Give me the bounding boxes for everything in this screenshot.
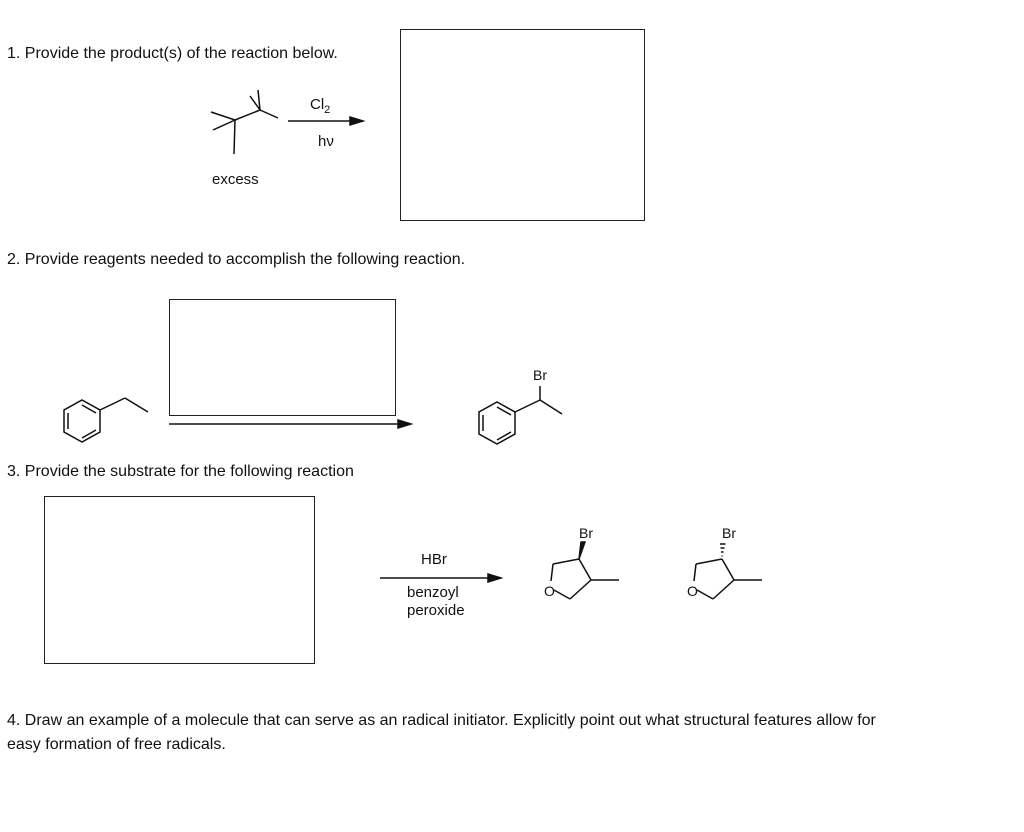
hbr-reagent-label: HBr [421, 551, 447, 568]
answer-box-3[interactable] [44, 496, 315, 664]
bromoethylbenzene-structure [478, 386, 563, 445]
product-3b-o-label: O [687, 583, 698, 599]
reagent-subscript: 2 [324, 104, 331, 116]
answer-box-2[interactable] [169, 299, 396, 416]
reaction-2-arrow [169, 418, 414, 430]
reaction-3-arrow [380, 572, 504, 584]
reaction-1-arrow [288, 115, 366, 127]
peroxide-label: peroxide [407, 602, 465, 619]
question-4-line-1: 4. Draw an example of a molecule that ca… [7, 712, 876, 729]
hv-condition-label: hν [318, 133, 334, 150]
product-3a-o-label: O [544, 583, 555, 599]
product-3a-br-label: Br [579, 525, 593, 541]
product-3b-br-label: Br [722, 525, 736, 541]
question-1-text: 1. Provide the product(s) of the reactio… [7, 45, 338, 62]
reagent-cl-text: Cl [310, 96, 325, 113]
question-3-text: 3. Provide the substrate for the followi… [7, 463, 354, 480]
question-2-text: 2. Provide reagents needed to accomplish… [7, 251, 466, 268]
benzoyl-label: benzoyl [407, 584, 459, 601]
product-2-br-label: Br [533, 367, 547, 383]
ethylbenzene-structure [63, 397, 149, 443]
bromo-methyl-thf-product-2 [693, 543, 762, 600]
tetramethylbutane-structure [210, 89, 279, 155]
reagent-cl2-label: Cl2 [310, 96, 330, 119]
answer-box-1[interactable] [400, 29, 645, 221]
excess-label: excess [212, 171, 259, 188]
bromo-methyl-thf-product-1 [550, 541, 619, 600]
question-4-line-2: easy formation of free radicals. [7, 736, 226, 753]
